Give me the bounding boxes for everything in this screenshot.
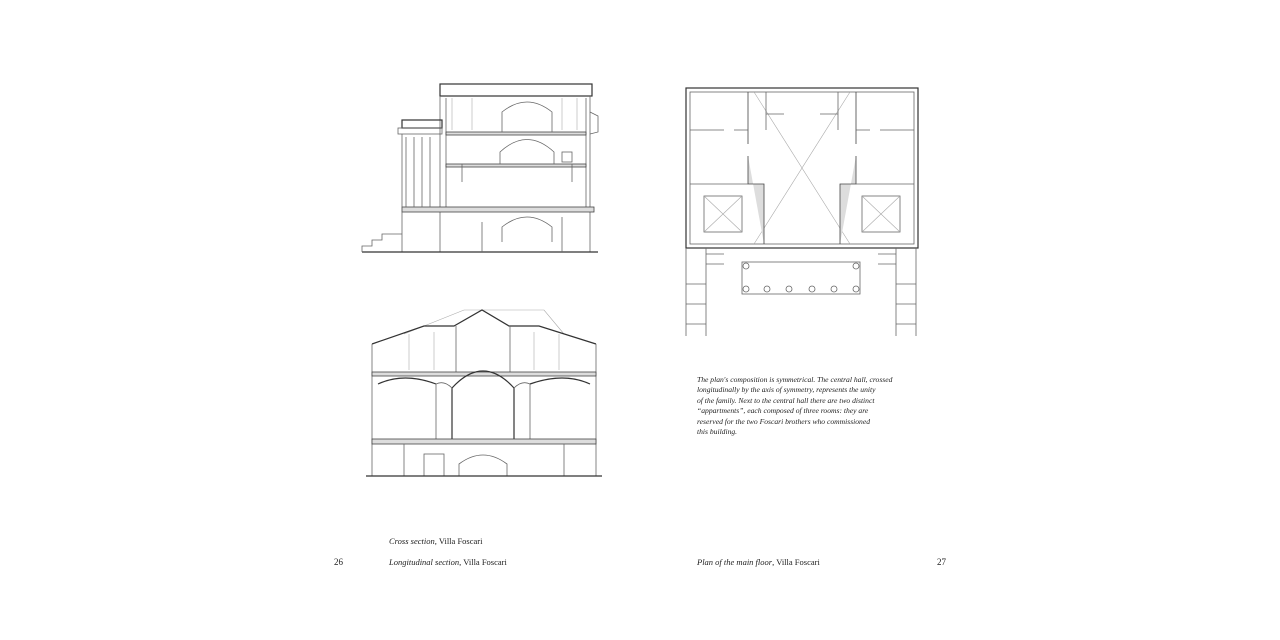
description-line: this building.	[697, 427, 738, 437]
caption-subject: , Villa Foscari	[459, 557, 507, 567]
caption-plan: Plan of the main floor, Villa Foscari	[697, 557, 820, 567]
cross-section-drawing	[361, 83, 599, 253]
caption-title: Cross section	[389, 536, 435, 546]
longitudinal-section-drawing	[366, 309, 602, 477]
caption-title: Plan of the main floor	[697, 557, 773, 567]
page-number-right: 27	[937, 557, 946, 567]
description-line: longitudinally by the axis of symmetry, …	[697, 385, 876, 395]
description-line: “appartments”, each composed of three ro…	[697, 406, 869, 416]
page-number-left: 26	[334, 557, 343, 567]
description-line: The plan's composition is symmetrical. T…	[697, 375, 893, 384]
description-line: of the family. Next to the central hall …	[697, 395, 875, 405]
caption-subject: , Villa Foscari	[772, 557, 820, 567]
plan-description: The plan's composition is symmetrical. T…	[697, 375, 897, 437]
caption-longitudinal-section: Longitudinal section, Villa Foscari	[389, 557, 507, 567]
caption-title: Longitudinal section	[389, 557, 460, 567]
floor-plan-drawing	[685, 87, 919, 336]
caption-cross-section: Cross section, Villa Foscari	[389, 536, 482, 546]
description-line: reserved for the two Foscari brothers wh…	[697, 416, 871, 426]
caption-subject: , Villa Foscari	[434, 536, 483, 546]
